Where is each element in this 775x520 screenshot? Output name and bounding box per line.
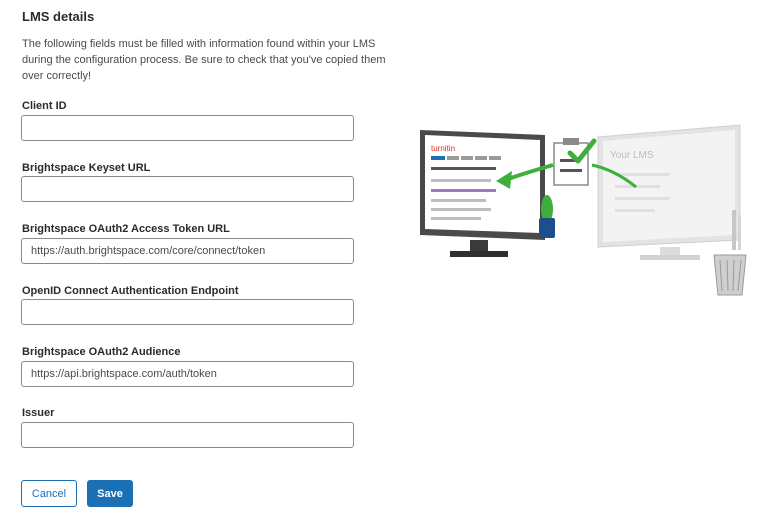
save-button[interactable]: Save	[87, 480, 133, 507]
trash-bin-icon	[713, 210, 747, 296]
lms-transfer-illustration: Your LMS turnitin	[420, 124, 747, 296]
cancel-button[interactable]: Cancel	[21, 480, 77, 507]
lms-monitor-illustration: Your LMS	[597, 124, 741, 260]
description-line: The following fields must be filled with…	[22, 38, 376, 50]
checkmark-icon	[567, 138, 597, 164]
transfer-arrow-icon	[496, 163, 637, 189]
issuer-input[interactable]	[21, 422, 354, 448]
plant-icon	[539, 195, 555, 238]
lms-screen-label: Your LMS	[610, 150, 654, 161]
keyset-url-label: Brightspace Keyset URL	[22, 162, 151, 174]
oauth2-audience-label: Brightspace OAuth2 Audience	[22, 346, 181, 358]
description-line: during the configuration process. Be sur…	[22, 54, 386, 66]
section-title: LMS details	[22, 9, 95, 24]
turnitin-logo-text: turnitin	[431, 144, 455, 153]
auth-endpoint-label: OpenID Connect Authentication Endpoint	[22, 285, 239, 297]
keyset-url-input[interactable]	[21, 176, 354, 202]
auth-endpoint-input[interactable]	[21, 299, 354, 325]
turnitin-monitor-illustration: turnitin	[420, 130, 545, 257]
section-description: The following fields must be filled with…	[22, 36, 386, 84]
client-id-label: Client ID	[22, 100, 67, 112]
description-line: over correctly!	[22, 70, 92, 82]
issuer-label: Issuer	[22, 407, 55, 419]
client-id-input[interactable]	[21, 115, 354, 141]
oauth2-audience-input[interactable]	[21, 361, 354, 387]
access-token-url-label: Brightspace OAuth2 Access Token URL	[22, 223, 230, 235]
access-token-url-input[interactable]	[21, 238, 354, 264]
clipboard-icon	[553, 138, 597, 186]
